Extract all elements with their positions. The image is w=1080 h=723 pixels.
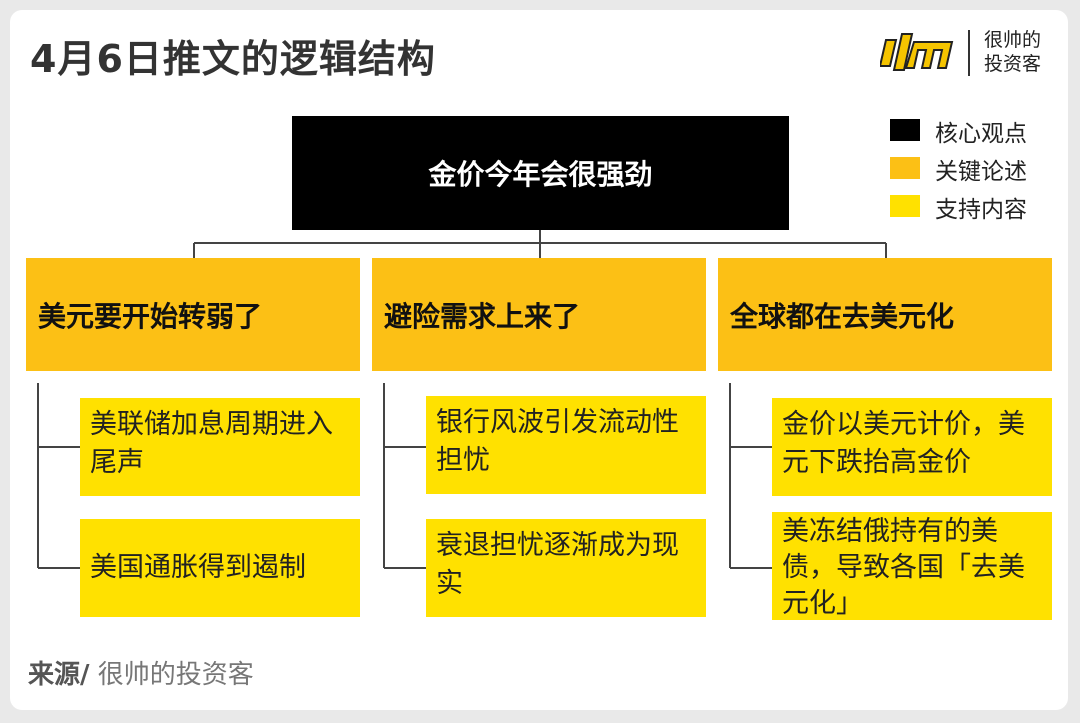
support-box: 美冻结俄持有的美债，导致各国「去美元化」 [772,512,1052,620]
logo-divider [968,30,970,76]
logo-line-2: 投资客 [984,53,1042,75]
brand-logo: 很帅的 投资客 [880,24,1060,80]
legend-label: 关键论述 [935,159,1027,185]
source-note: 来源/ 很帅的投资客 [28,654,254,691]
key-argument-box: 避险需求上来了 [372,258,706,371]
support-box: 银行风波引发流动性担忧 [426,396,706,494]
support-box: 金价以美元计价，美元下跌抬高金价 [772,398,1052,496]
legend-swatch-core [890,119,920,141]
logo-line-1: 很帅的 [984,29,1042,51]
core-viewpoint-box: 金价今年会很强劲 [292,116,789,230]
key-argument-box: 美元要开始转弱了 [26,258,360,371]
key-argument-box: 全球都在去美元化 [718,258,1052,371]
legend-label: 支持内容 [935,197,1027,223]
source-label: 来源/ [28,660,90,690]
support-box: 美国通胀得到遏制 [80,519,360,617]
legend-swatch-support [890,195,920,217]
brand-mark-icon [880,33,954,71]
page-title: 4月6日推文的逻辑结构 [30,37,436,81]
source-text: 很帅的投资客 [89,660,254,690]
legend-swatch-key [890,157,920,179]
support-box: 衰退担忧逐渐成为现实 [426,519,706,617]
support-box: 美联储加息周期进入尾声 [80,398,360,496]
legend-label: 核心观点 [935,121,1027,147]
